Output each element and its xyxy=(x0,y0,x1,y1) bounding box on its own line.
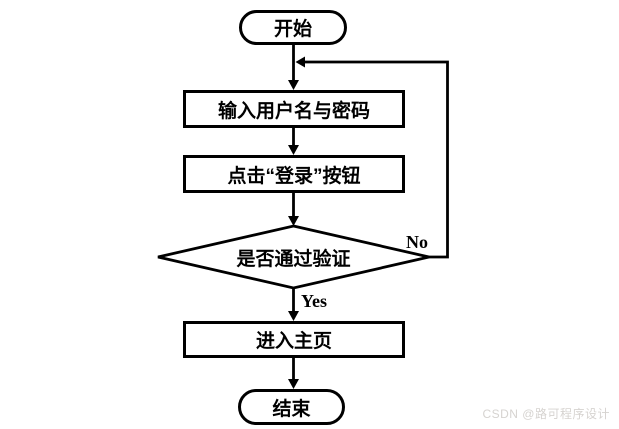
flow-node-enter-homepage-label: 进入主页 xyxy=(255,331,332,352)
flow-node-input-credentials: 输入用户名与密码 xyxy=(183,90,405,128)
csdn-watermark: CSDN @路可程序设计 xyxy=(482,407,610,421)
flow-node-start: 开始 xyxy=(239,10,347,45)
arrowhead-into-verify xyxy=(288,216,299,226)
flow-node-enter-homepage: 进入主页 xyxy=(183,321,405,358)
flow-node-verify-decision-label: 是否通过验证 xyxy=(236,248,351,270)
edge-no-loop xyxy=(305,60,449,259)
arrowhead-into-home xyxy=(288,311,299,321)
flow-node-input-credentials-label: 输入用户名与密码 xyxy=(217,100,370,122)
flow-node-click-login-label: 点击“登录”按钮 xyxy=(227,165,361,187)
flow-node-click-login: 点击“登录”按钮 xyxy=(183,155,405,193)
flow-node-start-label: 开始 xyxy=(273,19,312,40)
arrowhead-into-end xyxy=(288,379,299,389)
arrowhead-no-loop-junction xyxy=(295,56,305,68)
edge-label-no: No xyxy=(406,232,428,252)
flow-node-end-label: 结束 xyxy=(272,398,311,420)
flow-node-end: 结束 xyxy=(238,389,345,425)
flow-node-verify-decision: 是否通过验证 xyxy=(158,226,429,288)
arrowhead-into-click xyxy=(288,145,299,155)
edge-label-yes: Yes xyxy=(301,291,327,311)
arrowhead-into-input xyxy=(288,80,299,90)
